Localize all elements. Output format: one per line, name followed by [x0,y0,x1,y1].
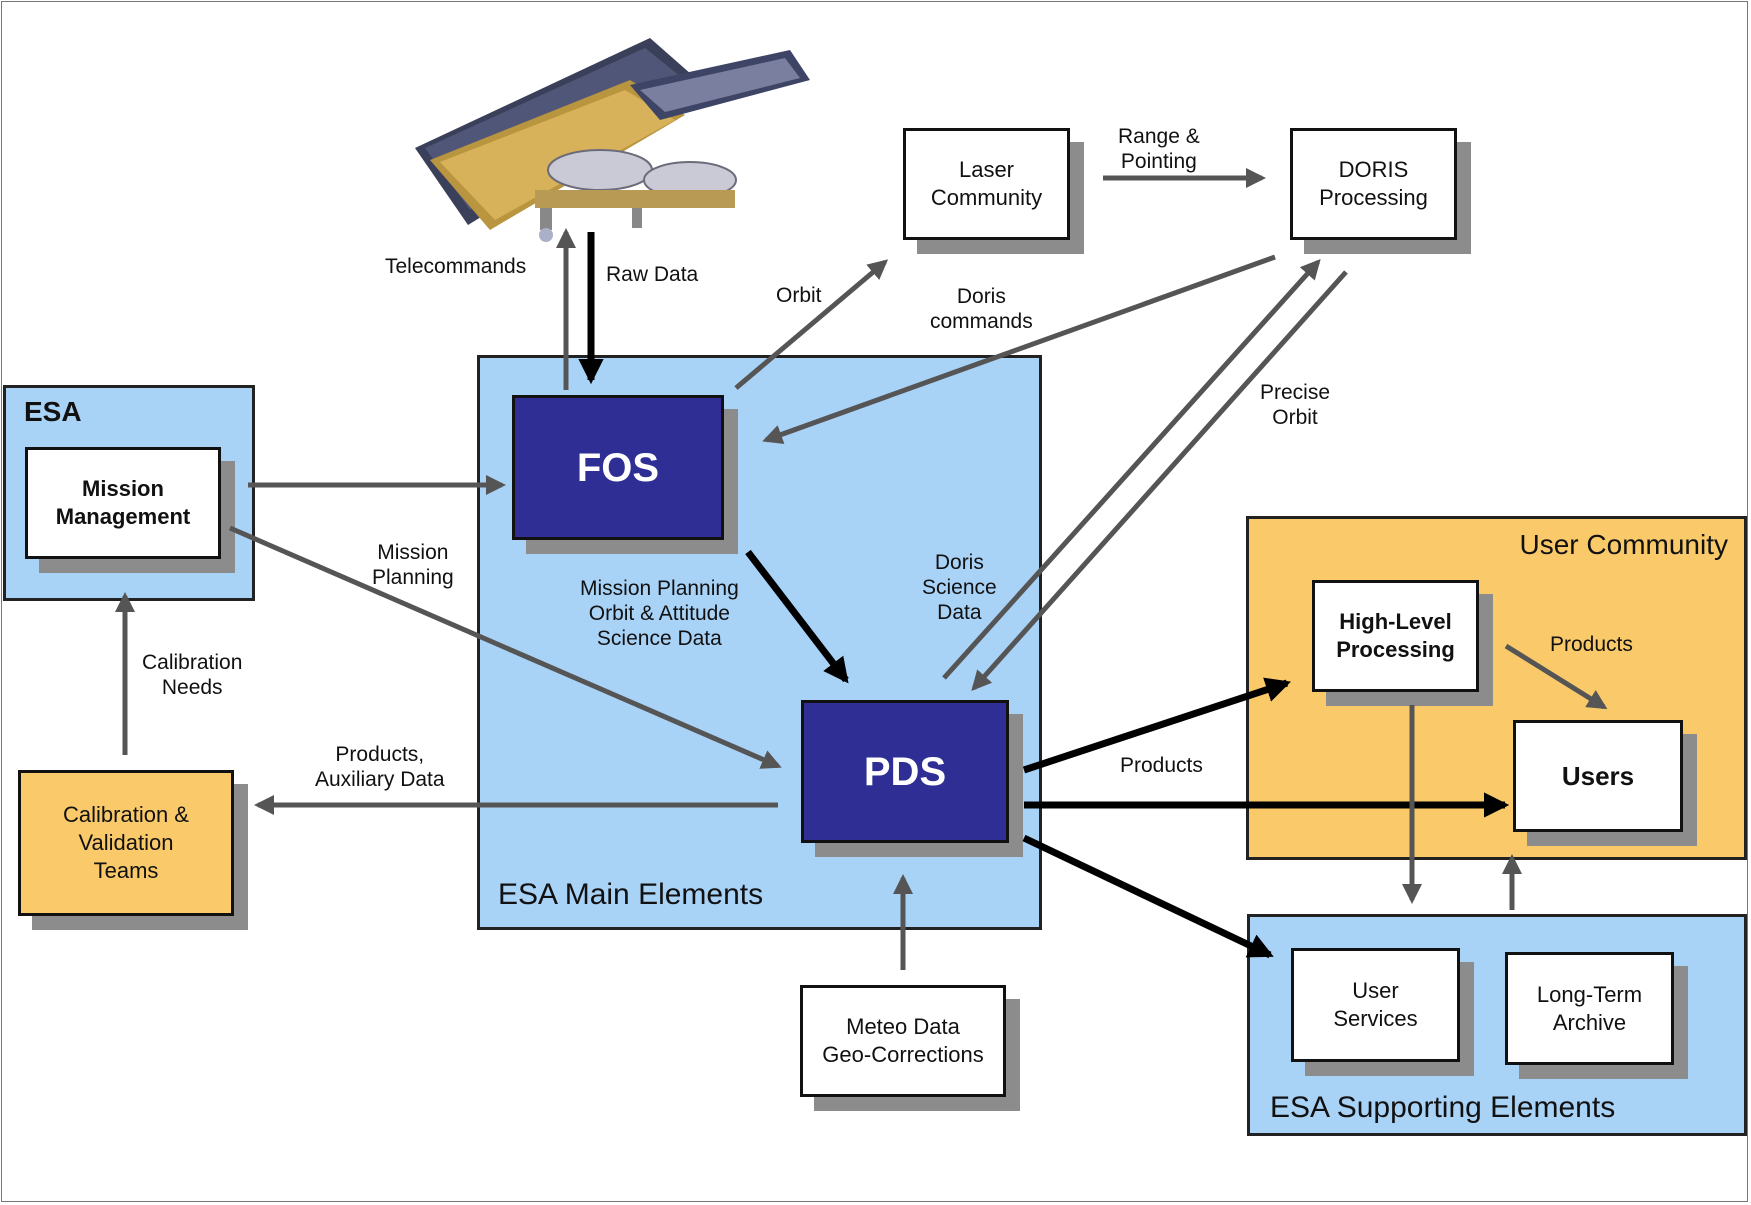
arrow-orbit [734,259,889,390]
users-box: Users [1513,720,1683,832]
label-doris-commands: Doris commands [930,285,1033,333]
label-doris-science-data: Doris Science Data [922,551,997,624]
arrow-doris-science-data [942,259,1321,680]
mission-management-box: Mission Management [25,447,221,559]
esa-supporting-elements-title: ESA Supporting Elements [1270,1091,1616,1124]
user-services-box: User Services [1291,948,1460,1062]
arrow-mission-planning [229,525,782,769]
esa-main-elements-title: ESA Main Elements [498,878,764,911]
calibration-validation-teams-box: Calibration & Validation Teams [18,770,234,916]
pds-box: PDS [801,700,1009,843]
label-telecommands: Telecommands [385,255,527,278]
esa-region-title: ESA [24,396,82,427]
fos-box: FOS [512,395,724,540]
label-mission-planning: Mission Planning [372,541,454,589]
label-range-pointing: Range & Pointing [1118,125,1200,173]
arrow-precise-orbit [971,270,1348,691]
meteo-data-box: Meteo Data Geo-Corrections [800,985,1006,1097]
user-community-title: User Community [1519,529,1728,560]
arrow-hlp-to-users [1504,643,1608,710]
arrow-pds-to-supporting [1022,834,1274,959]
satellite-illustration [415,38,810,242]
label-products-auxiliary: Products, Auxiliary Data [315,743,445,791]
label-precise-orbit: Precise Orbit [1260,381,1331,429]
doris-processing-box: DORIS Processing [1290,128,1457,240]
arrow-doris-commands [762,254,1276,444]
label-orbit: Orbit [776,284,822,307]
laser-community-box: Laser Community [903,128,1070,240]
label-raw-data: Raw Data [606,263,699,286]
label-products-user: Products [1550,633,1633,656]
high-level-processing-box: High-Level Processing [1312,580,1479,692]
long-term-archive-box: Long-Term Archive [1505,952,1674,1065]
label-mission-planning-orbit: Mission Planning Orbit & Attitude Scienc… [580,577,739,650]
arrow-fos-to-pds [745,549,849,684]
arrow-pds-to-hlp [1022,677,1291,774]
label-calibration-needs: Calibration Needs [142,651,243,699]
label-products-main: Products [1120,754,1203,777]
